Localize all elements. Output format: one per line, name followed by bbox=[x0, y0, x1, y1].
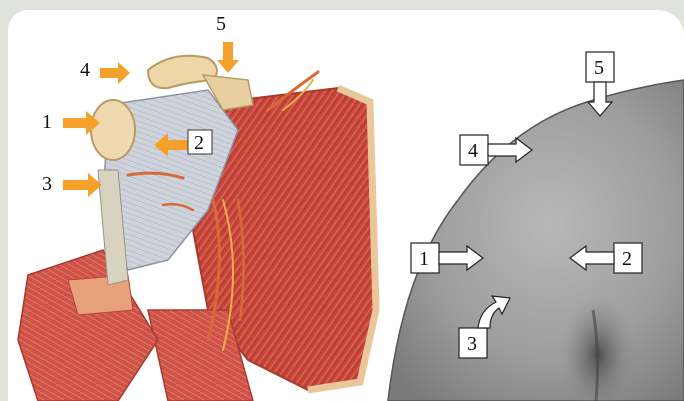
left-marker-3: 3 bbox=[42, 173, 52, 195]
left-marker-5: 5 bbox=[216, 13, 226, 35]
right-marker-1: 1 bbox=[419, 248, 429, 270]
arrow-3 bbox=[63, 173, 102, 197]
arrow-5 bbox=[217, 42, 239, 73]
left-marker-4: 4 bbox=[80, 59, 90, 81]
arrow-4 bbox=[100, 62, 130, 84]
right-marker-4: 4 bbox=[468, 140, 478, 162]
left-anatomy-panel: 4 5 1 2 3 bbox=[18, 13, 376, 401]
anatomy-figure: 4 5 1 2 3 5 4 1 2 bbox=[8, 10, 684, 401]
acromion bbox=[148, 56, 217, 88]
left-marker-1: 1 bbox=[42, 111, 52, 133]
right-marker-5: 5 bbox=[594, 57, 604, 79]
right-marker-3: 3 bbox=[467, 333, 477, 355]
right-marker-2: 2 bbox=[622, 248, 632, 270]
figure-frame: 4 5 1 2 3 5 4 1 2 bbox=[8, 10, 684, 401]
arm-muscle bbox=[18, 250, 158, 401]
shoulder-silhouette bbox=[388, 80, 684, 401]
left-marker-2: 2 bbox=[194, 132, 204, 154]
right-shoulder-panel: 5 4 1 2 3 bbox=[388, 52, 684, 401]
humeral-head bbox=[91, 100, 135, 160]
